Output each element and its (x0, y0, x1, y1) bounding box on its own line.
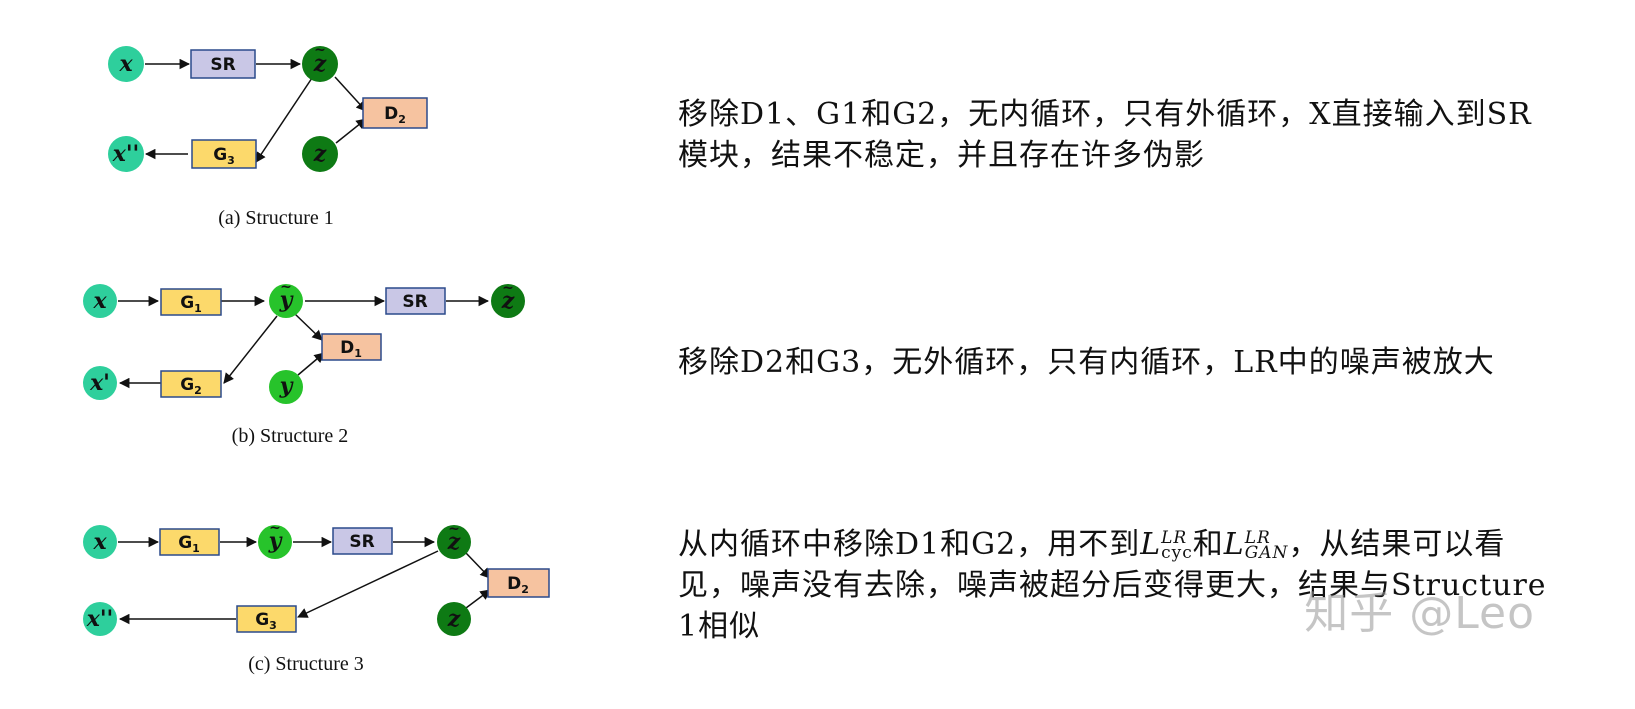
node-z-tilde-label: z (313, 51, 327, 77)
node-z-tilde-label: z (501, 288, 515, 314)
d1-box-label: D1 (340, 338, 362, 360)
g1-box (159, 528, 220, 556)
caption-structure-3: (c) Structure 3 (248, 653, 364, 675)
g1-box (160, 288, 222, 316)
node-x-prime-label: x' (89, 370, 110, 396)
watermark: 知乎 @Leo (1304, 588, 1535, 639)
d2-box (362, 97, 428, 129)
node-y-tilde (258, 525, 292, 559)
sr-box (332, 527, 393, 555)
node-z (437, 602, 471, 636)
sr-box-label: SR (402, 292, 427, 312)
svg-text:~: ~ (314, 42, 326, 58)
node-z-label: z (313, 141, 327, 167)
node-y-label: y (279, 373, 295, 399)
structure-2-diagram: x G1 y ~ SR z ~ D1 y G2 x' (b) Structure… (83, 279, 525, 447)
g3-box (236, 605, 297, 633)
description-structure-3-part2: ，从结果可以看见，噪声没有去除，噪声被超分后变得更大，结果与Structure … (678, 527, 1547, 644)
d2-box-label: D2 (507, 574, 529, 596)
node-y-tilde-label: y (268, 528, 284, 554)
structure-3-diagram: x G1 y ~ SR z ~ D2 z G3 x'' (c) Structur… (83, 520, 550, 675)
svg-text:~: ~ (269, 520, 281, 536)
svg-text:~: ~ (502, 280, 514, 296)
structures-diagram: x SR z ~ D2 z G3 x'' (a) Structure 1 x G… (83, 42, 550, 675)
sr-box-label: SR (210, 55, 235, 75)
svg-text:~: ~ (280, 279, 292, 295)
g3-box-label: G3 (255, 610, 277, 632)
node-x-double-prime-label: x'' (86, 606, 114, 632)
sr-box (190, 49, 256, 79)
description-structure-2: 移除D2和G3，无外循环，只有内循环，LR中的噪声被放大 (678, 345, 1495, 380)
g3-box-label: G3 (213, 145, 235, 167)
d2-box-label: D2 (384, 104, 406, 126)
node-x (83, 284, 117, 318)
node-x-label: x (118, 51, 133, 77)
node-x-label: x (92, 288, 107, 314)
node-z-tilde-label: z (447, 529, 461, 555)
node-y-tilde-label: y (279, 287, 295, 313)
g2-box-label: G2 (180, 375, 202, 397)
g1-box-label: G1 (180, 293, 202, 315)
node-x-prime (83, 366, 117, 400)
node-z-tilde (491, 284, 525, 318)
node-x (108, 46, 144, 82)
node-z-label: z (447, 606, 461, 632)
description-structure-3-part1: 从内循环中移除D1和G2，用不到 (678, 527, 1141, 562)
structure-1-diagram: x SR z ~ D2 z G3 x'' (a) Structure 1 (108, 42, 428, 229)
g2-box (160, 370, 222, 398)
node-z-tilde (437, 525, 471, 559)
caption-structure-2: (b) Structure 2 (232, 425, 349, 447)
sr-box (385, 287, 446, 315)
node-x-double-prime (83, 602, 117, 636)
caption-structure-1: (a) Structure 1 (218, 207, 334, 229)
conjunction-and: 和 (1192, 527, 1224, 562)
node-y-tilde (269, 284, 303, 318)
node-z-tilde (302, 46, 338, 82)
sr-box-label: SR (349, 532, 374, 552)
d1-box (321, 333, 382, 361)
node-x-label: x (92, 529, 107, 555)
node-z (302, 136, 338, 172)
node-x-double-prime (108, 136, 144, 172)
g3-box (191, 139, 257, 169)
d2-box (487, 568, 550, 598)
g1-box-label: G1 (178, 533, 200, 555)
svg-text:~: ~ (448, 521, 460, 537)
description-structure-1: 移除D1、G1和G2，无内循环，只有外循环，X直接输入到SR模块，结果不稳定，并… (678, 97, 1532, 173)
node-x-double-prime-label: x'' (112, 141, 140, 167)
node-x (83, 525, 117, 559)
node-y (269, 370, 303, 404)
